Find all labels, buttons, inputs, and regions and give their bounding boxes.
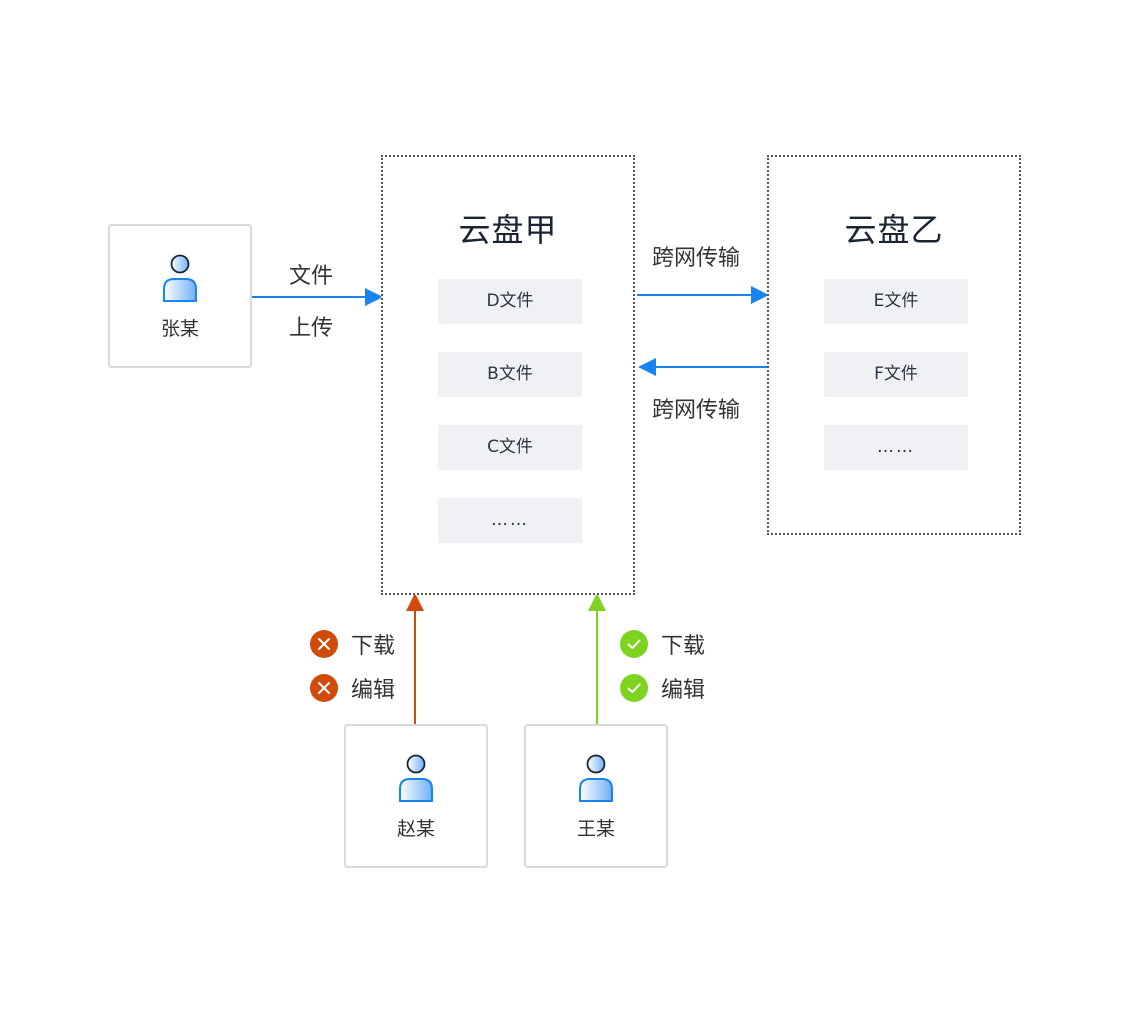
permission-wang-download: 下载 — [620, 629, 705, 659]
upload-label-line1: 文件 — [289, 264, 334, 289]
transfer-right-arrow-head — [751, 286, 769, 304]
check-circle-icon — [620, 674, 648, 702]
file-item[interactable]: E文件 — [824, 279, 968, 324]
upload-arrow-head — [365, 288, 383, 306]
file-item[interactable]: F文件 — [824, 352, 968, 397]
file-item-more: …… — [438, 498, 582, 543]
file-item-more: …… — [824, 425, 968, 470]
permission-label: 编辑 — [351, 678, 396, 703]
x-circle-icon — [310, 674, 338, 702]
permission-label: 编辑 — [661, 678, 706, 703]
user-name: 赵某 — [396, 818, 435, 840]
user-icon — [163, 254, 197, 302]
user-card-wang: 王某 — [524, 724, 668, 868]
permission-zhao-edit: 编辑 — [310, 673, 395, 703]
file-item[interactable]: D文件 — [438, 279, 582, 324]
transfer-label-bottom: 跨网传输 — [652, 398, 741, 423]
permission-label: 下载 — [351, 634, 396, 659]
check-circle-icon — [620, 630, 648, 658]
user-icon — [579, 754, 613, 802]
user-icon — [399, 754, 433, 802]
cloud-disk-a: 云盘甲 D文件 B文件 C文件 …… — [381, 155, 635, 595]
user-card-zhao: 赵某 — [344, 724, 488, 868]
permission-label: 下载 — [661, 634, 706, 659]
file-item[interactable]: B文件 — [438, 352, 582, 397]
zhao-arrow-head — [406, 593, 424, 611]
x-circle-icon — [310, 630, 338, 658]
transfer-left-arrow-head — [638, 358, 656, 376]
upload-label-line2: 上传 — [289, 316, 334, 341]
user-card-zhang: 张某 — [108, 224, 252, 368]
file-item[interactable]: C文件 — [438, 425, 582, 470]
transfer-label-top: 跨网传输 — [652, 246, 741, 271]
cloud-disk-b: 云盘乙 E文件 F文件 …… — [767, 155, 1021, 535]
permission-zhao-download: 下载 — [310, 629, 395, 659]
user-name: 王某 — [576, 818, 615, 840]
user-name: 张某 — [160, 318, 199, 340]
permission-wang-edit: 编辑 — [620, 673, 705, 703]
wang-arrow-head — [588, 593, 606, 611]
disk-title: 云盘甲 — [458, 211, 558, 249]
disk-title: 云盘乙 — [844, 211, 944, 249]
